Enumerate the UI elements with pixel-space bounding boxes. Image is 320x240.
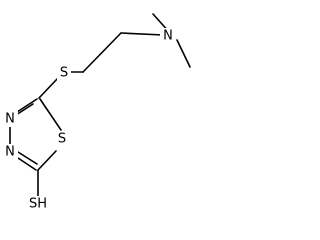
- structure-diagram: N S N N S SH: [2, 13, 191, 212]
- bond-s-ringc: [38, 77, 59, 99]
- ring-bond-c-n-top-double: [15, 103, 34, 116]
- atom-thiol: SH: [29, 197, 47, 212]
- ring-bond-c-s: [37, 150, 57, 171]
- ring-bond-s-c: [39, 98, 62, 131]
- bonds: [9, 13, 191, 198]
- atom-ring-n-top: N: [5, 112, 15, 127]
- atom-amine-n: N: [163, 29, 173, 44]
- bond-n-methyl-right: [176, 39, 191, 68]
- atom-labels: N S N N S SH: [2, 28, 176, 212]
- ring-bond-n-c-bottom-double: [17, 151, 38, 165]
- molecule-drawing: N S N N S SH: [2, 13, 191, 212]
- atom-thioether-s: S: [60, 66, 68, 81]
- bond-n-ch2: [120, 32, 164, 36]
- ring-bond-n-c-bottom: [14, 155, 37, 171]
- atom-ring-s: S: [58, 132, 66, 147]
- atom-ring-n-bottom: N: [5, 145, 15, 160]
- bond-ch2-ch2: [82, 32, 122, 73]
